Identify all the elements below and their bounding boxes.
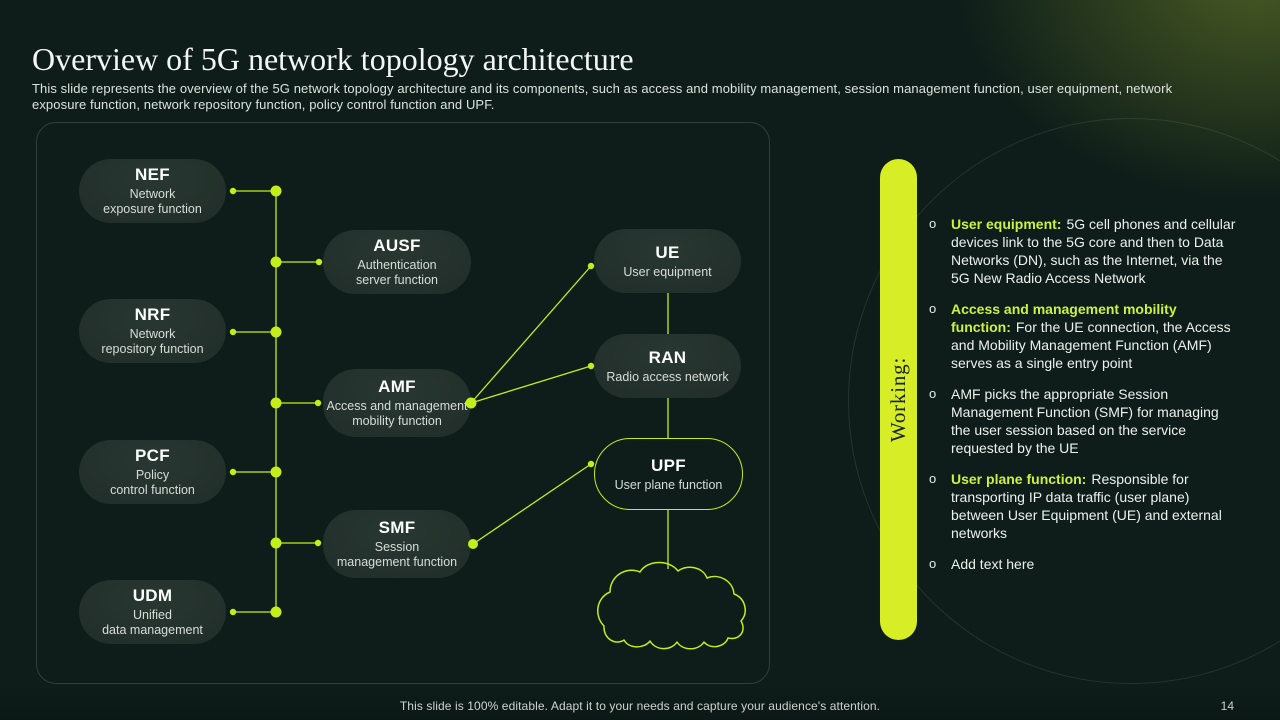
node-nef: NEF Network exposure function (79, 159, 226, 223)
bullet-marker: o (929, 556, 937, 571)
bullet-item-smf: o AMF picks the appropriate Session Mana… (929, 385, 1241, 457)
bullet-item-upf: o User plane function:Responsible for tr… (929, 470, 1241, 542)
slide-subtitle: This slide represents the overview of th… (32, 81, 1173, 112)
node-title: NEF (135, 165, 170, 184)
node-title: AUSF (373, 236, 421, 255)
bullet-marker: o (929, 301, 937, 316)
node-title: AMF (378, 377, 416, 396)
node-title: UDM (132, 586, 173, 605)
bullet-marker: o (929, 471, 937, 486)
node-description: Access and management mobility function (326, 399, 468, 428)
node-description: Radio access network (606, 369, 729, 384)
node-title: UE (655, 242, 680, 262)
page-title: Overview of 5G network topology architec… (32, 41, 634, 78)
node-title: RAN (648, 347, 687, 367)
node-pcf: PCF Policy control function (79, 440, 226, 504)
node-title: PCF (135, 446, 170, 465)
node-description: Authentication server function (356, 258, 438, 287)
working-bullet-list: o User equipment:5G cell phones and cell… (929, 215, 1241, 586)
node-amf: AMF Access and management mobility funct… (323, 369, 471, 437)
node-ausf: AUSF Authentication server function (323, 230, 471, 294)
internet-cloud-icon (597, 561, 746, 650)
node-title: SMF (378, 518, 416, 537)
node-description: User plane function (614, 477, 723, 492)
node-description: Network exposure function (103, 187, 202, 216)
working-label-pill: Working: (880, 159, 917, 640)
node-description: Network repository function (101, 327, 204, 356)
topology-diagram-panel: NEF Network exposure function NRF Networ… (36, 122, 770, 684)
page-number: 14 (1220, 699, 1234, 713)
node-description: Unified data management (102, 608, 203, 637)
node-description: Policy control function (110, 468, 195, 497)
node-udm: UDM Unified data management (79, 580, 226, 644)
bullet-marker: o (929, 386, 937, 401)
node-ran: RAN Radio access network (594, 334, 741, 398)
bullet-text: Access and management mobility function:… (951, 301, 1231, 371)
node-nrf: NRF Network repository function (79, 299, 226, 363)
node-description: User equipment (623, 264, 712, 279)
footer-note: This slide is 100% editable. Adapt it to… (399, 699, 881, 713)
bullet-item-user-equipment: o User equipment:5G cell phones and cell… (929, 215, 1241, 287)
bullet-text: AMF picks the appropriate Session Manage… (951, 386, 1219, 456)
bullet-item-amf-function: o Access and management mobility functio… (929, 300, 1241, 372)
bullet-text: User equipment:5G cell phones and cellul… (951, 216, 1236, 286)
node-smf: SMF Session management function (323, 510, 471, 578)
bullet-item-add-text: o Add text here (929, 555, 1241, 573)
bullet-text: User plane function:Responsible for tran… (951, 471, 1222, 541)
bullet-text: Add text here (951, 556, 1035, 572)
node-ue: UE User equipment (594, 229, 741, 293)
bullet-marker: o (929, 216, 937, 231)
node-title: UPF (651, 455, 686, 475)
working-label: Working: (886, 356, 911, 443)
node-description: Session management function (336, 540, 458, 569)
node-upf: UPF User plane function (594, 438, 743, 510)
node-title: NRF (134, 305, 171, 324)
